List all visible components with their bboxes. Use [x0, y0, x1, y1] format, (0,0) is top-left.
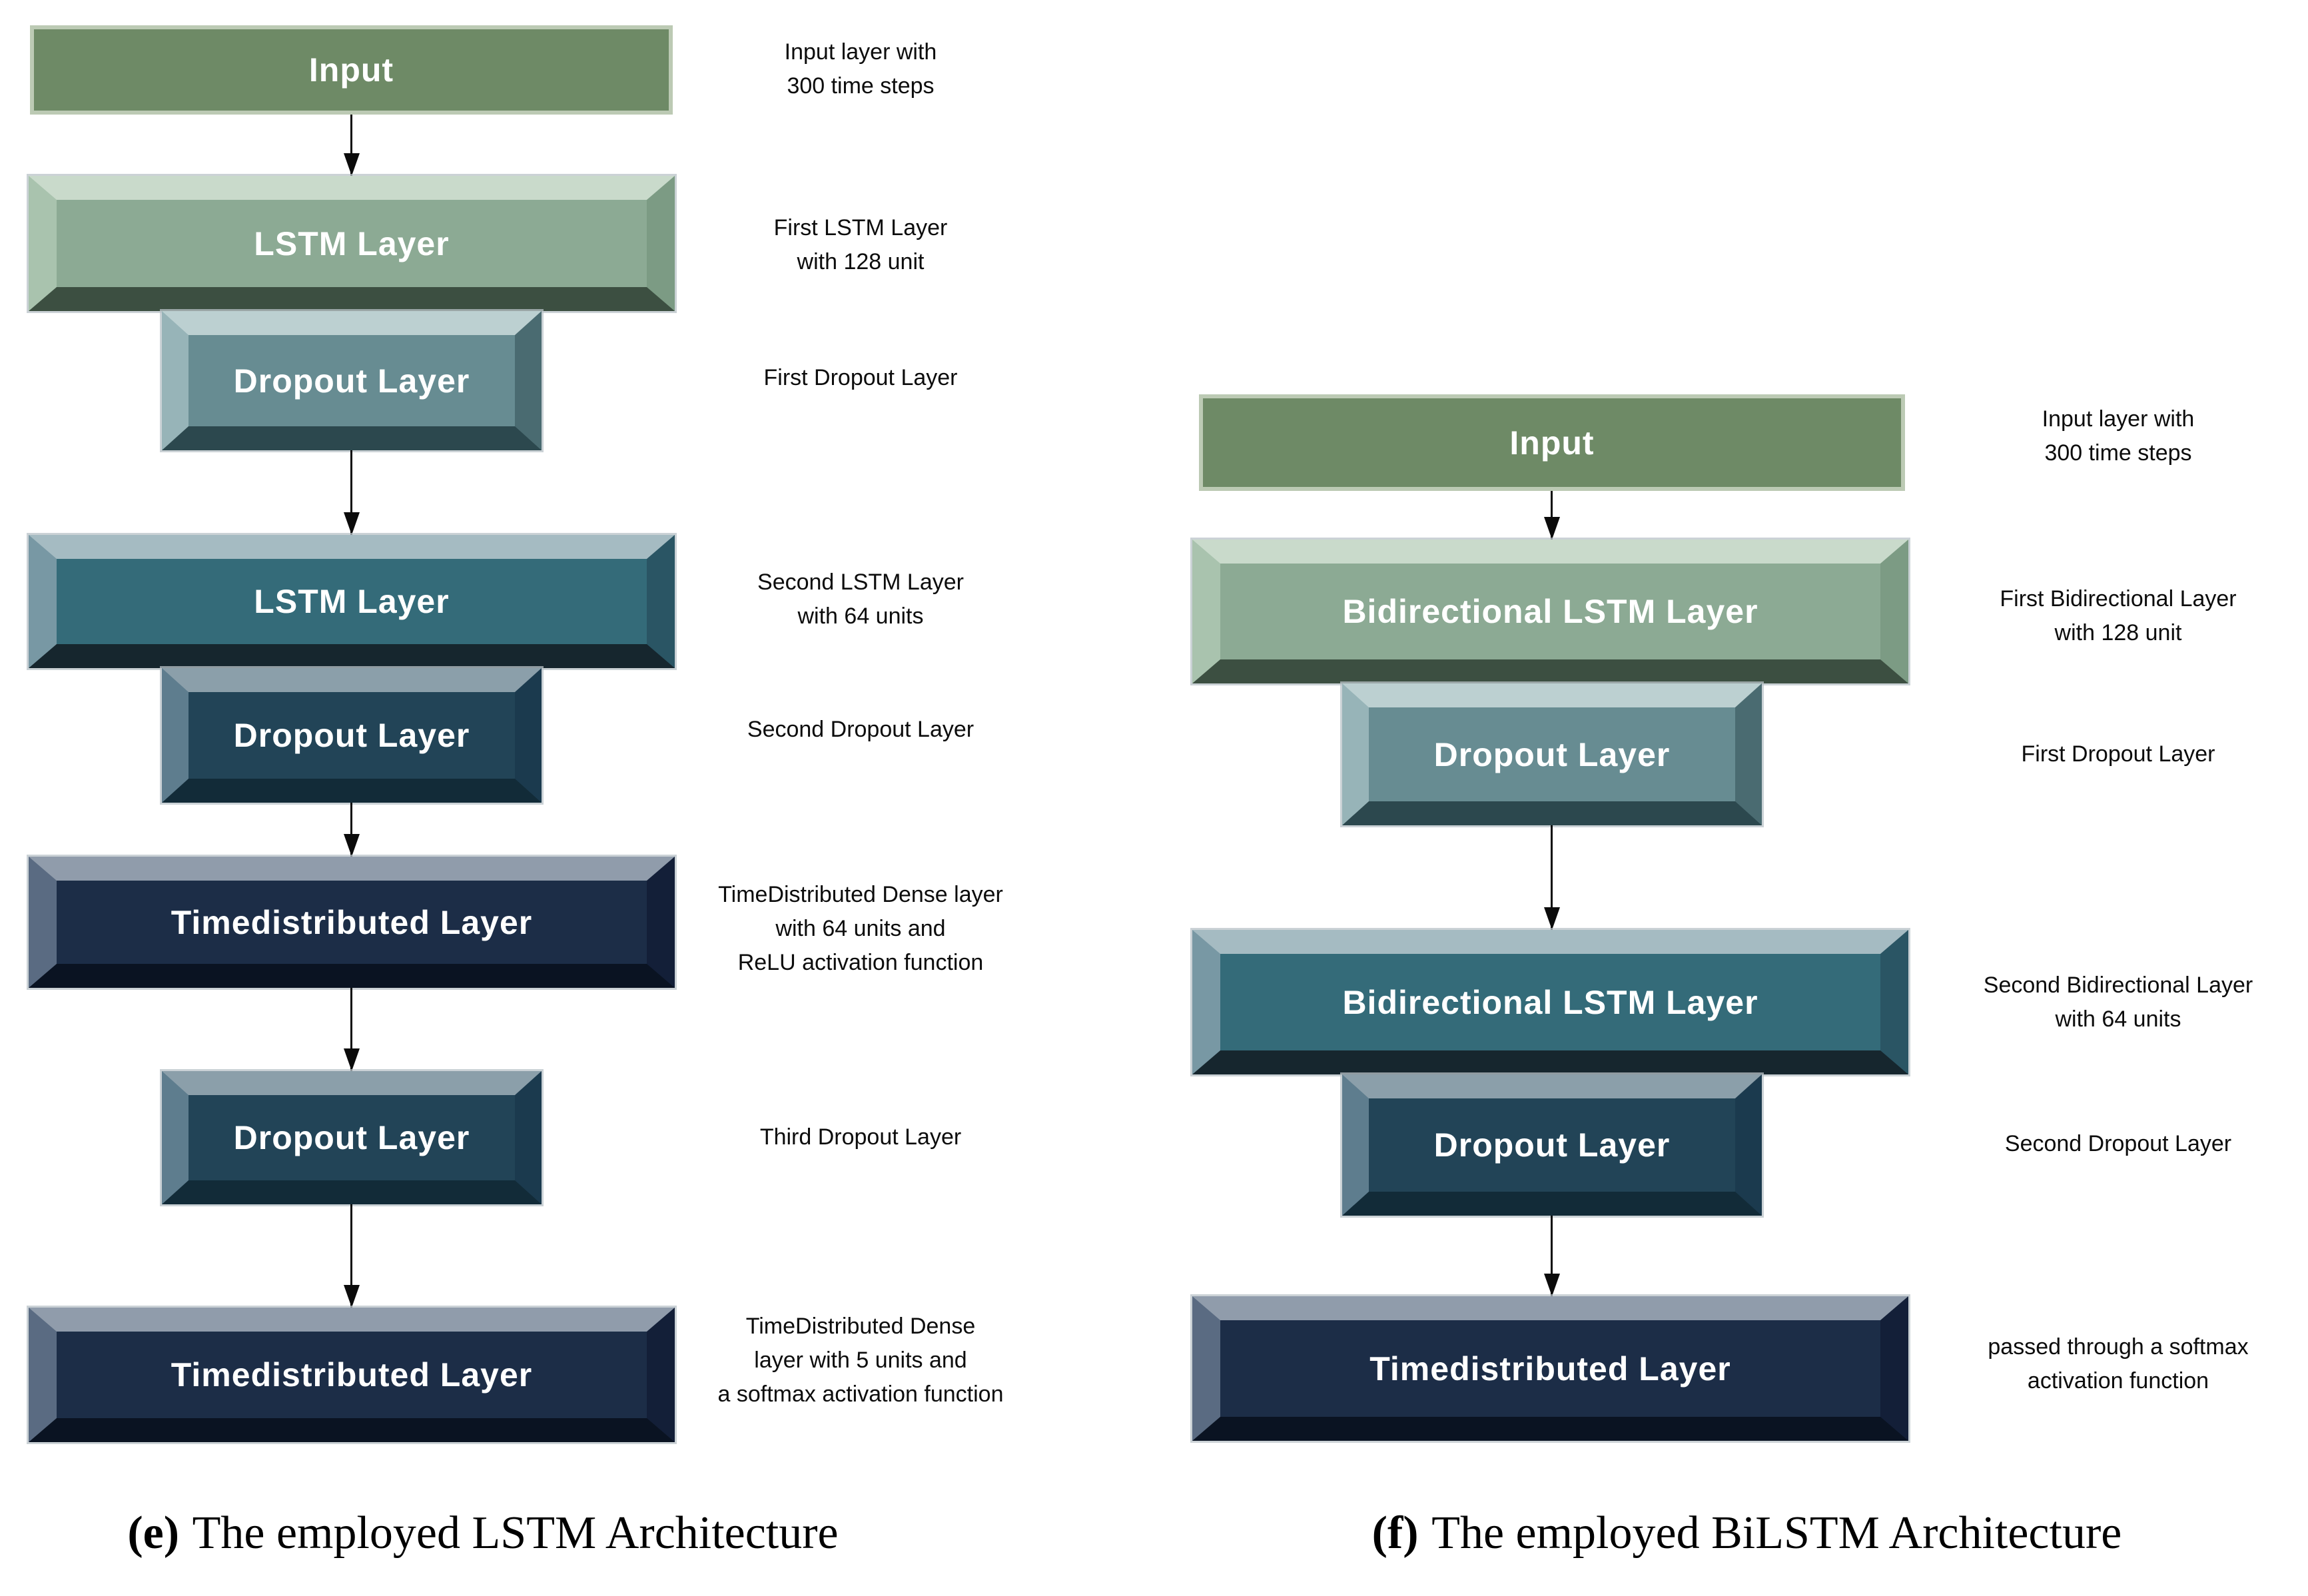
caption-f: (f)The employed BiLSTM Architecture	[1299, 1507, 2195, 1560]
node-label-bilstm1-f: Bidirectional LSTM Layer	[1342, 593, 1758, 630]
arrow-td1-to-dropout3-e	[350, 988, 352, 1071]
node-label-dropout1-e: Dropout Layer	[233, 362, 470, 400]
arrow-dropout1-to-lstm2-e	[350, 450, 352, 535]
node-label-timedistributed-f: Timedistributed Layer	[1369, 1350, 1731, 1388]
node-dropout1-f: Dropout Layer	[1342, 683, 1762, 825]
node-label-timedistributed2-e: Timedistributed Layer	[171, 1356, 533, 1394]
node-label-dropout2-e: Dropout Layer	[233, 717, 470, 754]
annotation-lstm1-e: First LSTM Layer with 128 unit	[773, 215, 948, 274]
annotation-input-f: Input layer with 300 time steps	[2042, 406, 2195, 466]
arrow-dropout2-to-td-f	[1551, 1216, 1553, 1296]
arrow-input-to-bilstm1-f	[1551, 491, 1553, 540]
annotation-dropout1-e: First Dropout Layer	[763, 365, 958, 390]
node-input-f: Input	[1199, 394, 1905, 491]
node-bilstm1-f: Bidirectional LSTM Layer	[1192, 540, 1908, 683]
node-label-lstm1-e: LSTM Layer	[254, 224, 450, 262]
annotation-dropout3-e: Third Dropout Layer	[759, 1124, 962, 1150]
node-dropout3-e: Dropout Layer	[162, 1071, 542, 1204]
caption-e-label: (e)	[127, 1507, 180, 1559]
node-label-input-e: Input	[308, 51, 394, 89]
node-label-bilstm2-f: Bidirectional LSTM Layer	[1342, 983, 1758, 1021]
node-label-dropout3-e: Dropout Layer	[233, 1119, 470, 1156]
node-label-dropout2-f: Dropout Layer	[1433, 1126, 1671, 1164]
annotation-td-f: passed through a softmax activation func…	[1988, 1334, 2249, 1394]
caption-f-text: The employed BiLSTM Architecture	[1431, 1507, 2122, 1559]
node-dropout2-f: Dropout Layer	[1342, 1074, 1762, 1216]
annotation-input-e: Input layer with 300 time steps	[784, 39, 937, 99]
caption-f-label: (f)	[1371, 1507, 1419, 1559]
annotation-bilstm2-f: Second Bidirectional Layer with 64 units	[1983, 973, 2253, 1032]
node-label-dropout1-f: Dropout Layer	[1433, 735, 1671, 773]
arrow-dropout2-to-td1-e	[350, 803, 352, 857]
node-dropout1-e: Dropout Layer	[162, 311, 542, 450]
annotation-dropout2-f: Second Dropout Layer	[2004, 1131, 2232, 1156]
node-bilstm2-f: Bidirectional LSTM Layer	[1192, 930, 1908, 1074]
annotation-bilstm1-f: First Bidirectional Layer with 128 unit	[2000, 586, 2237, 645]
node-label-lstm2-e: LSTM Layer	[254, 583, 450, 620]
annotation-td1-e: TimeDistributed Dense layer with 64 unit…	[718, 882, 1003, 975]
node-lstm2-e: LSTM Layer	[29, 535, 675, 668]
caption-e: (e)The employed LSTM Architecture	[40, 1507, 926, 1560]
arrow-input-to-lstm1-e	[350, 115, 352, 176]
annotation-td2-e: TimeDistributed Dense layer with 5 units…	[717, 1314, 1004, 1407]
node-timedistributed1-e: Timedistributed Layer	[29, 857, 675, 988]
annotation-lstm2-e: Second LSTM Layer with 64 units	[757, 570, 964, 629]
node-label-input-f: Input	[1509, 424, 1595, 462]
node-timedistributed2-e: Timedistributed Layer	[29, 1308, 675, 1442]
caption-e-text: The employed LSTM Architecture	[192, 1507, 839, 1559]
arrow-dropout1-to-bilstm2-f	[1551, 825, 1553, 930]
arrow-dropout3-to-td2-e	[350, 1204, 352, 1308]
node-timedistributed-f: Timedistributed Layer	[1192, 1296, 1908, 1441]
annotation-dropout2-e: Second Dropout Layer	[747, 717, 974, 742]
node-label-timedistributed1-e: Timedistributed Layer	[171, 903, 533, 941]
node-lstm1-e: LSTM Layer	[29, 176, 675, 311]
node-input-e: Input	[30, 25, 673, 115]
node-dropout2-e: Dropout Layer	[162, 668, 542, 803]
annotation-dropout1-f: First Dropout Layer	[2021, 741, 2215, 767]
